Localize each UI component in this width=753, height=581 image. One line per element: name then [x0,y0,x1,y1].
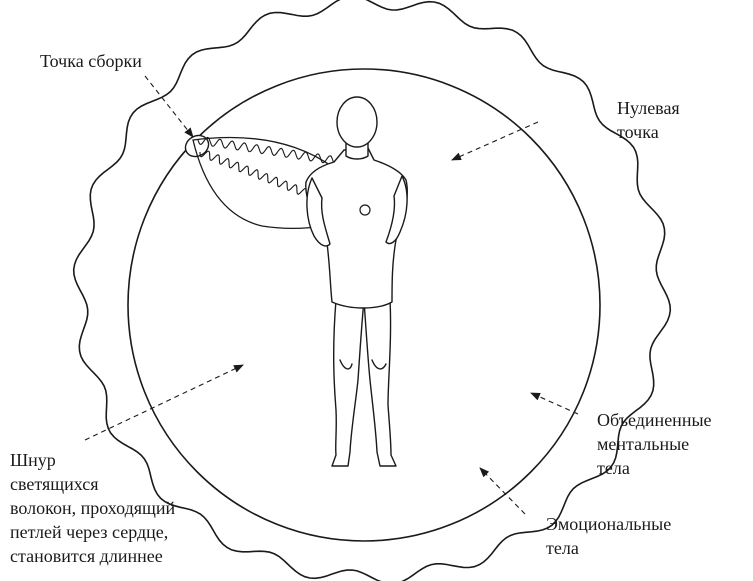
label-zero-point: Нулевая точка [617,96,680,144]
label-cord: Шнур светящихся волокон, проходящий петл… [10,448,175,568]
arrow-mental-bodies [531,393,578,414]
arrow-zero-point [452,122,538,160]
label-emotional-bodies: Эмоциональные тела [546,512,671,560]
heart-point [360,205,370,215]
human-figure [306,97,407,466]
arrow-assembly-point [145,76,193,137]
label-assembly-point: Точка сборки [40,49,142,73]
label-mental-bodies: Объединенные ментальные тела [597,408,712,480]
